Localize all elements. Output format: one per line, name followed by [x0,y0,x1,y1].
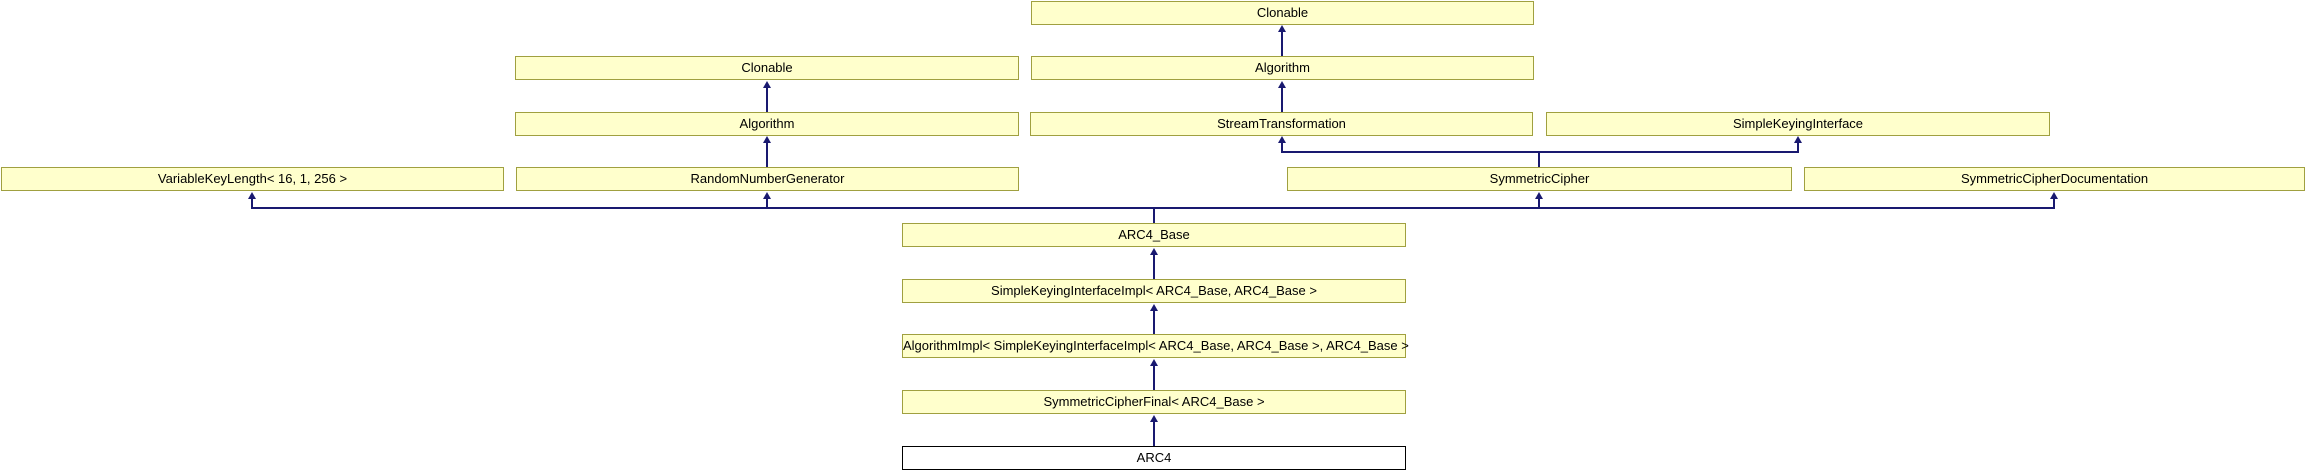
inheritance-edge-line [1153,208,1155,223]
inheritance-edge-line [2053,198,2055,208]
inheritance-arrowhead [1535,192,1543,199]
class-node-algorithm-center[interactable]: Algorithm [1031,56,1534,80]
inheritance-edge-line [1153,421,1155,446]
inheritance-arrowhead [1150,304,1158,311]
inheritance-edge-line [1281,151,1799,153]
class-node-algorithm-impl[interactable]: AlgorithmImpl< SimpleKeyingInterfaceImpl… [902,334,1409,358]
inheritance-edge-line [766,87,768,112]
inheritance-edge-line [1281,31,1283,56]
inheritance-arrowhead [763,81,771,88]
class-node-random-number-generator[interactable]: RandomNumberGenerator [516,167,1019,191]
class-node-arc4-base[interactable]: ARC4_Base [902,223,1406,247]
class-node-stream-transformation[interactable]: StreamTransformation [1030,112,1533,136]
class-node-variable-key-length[interactable]: VariableKeyLength< 16, 1, 256 > [1,167,504,191]
inheritance-edge-line [766,198,768,208]
class-node-clonable-left[interactable]: Clonable [515,56,1019,80]
inheritance-edge-line [251,198,253,208]
inheritance-arrowhead [1794,136,1802,143]
inheritance-arrowhead [763,192,771,199]
inheritance-edge-line [1281,142,1283,152]
inheritance-edge-line [1281,87,1283,112]
inheritance-arrowhead [1150,359,1158,366]
inheritance-arrowhead [1278,81,1286,88]
inheritance-arrowhead [763,136,771,143]
inheritance-arrowhead [248,192,256,199]
inheritance-edge-line [1797,142,1799,152]
class-node-arc4: ARC4 [902,446,1406,470]
inheritance-arrowhead [1150,415,1158,422]
class-node-symmetric-cipher[interactable]: SymmetricCipher [1287,167,1792,191]
class-node-simple-keying-interface-impl[interactable]: SimpleKeyingInterfaceImpl< ARC4_Base, AR… [902,279,1406,303]
class-node-symmetric-cipher-final[interactable]: SymmetricCipherFinal< ARC4_Base > [902,390,1406,414]
class-node-symmetric-cipher-documentation[interactable]: SymmetricCipherDocumentation [1804,167,2305,191]
inheritance-edge-line [1538,152,1540,167]
inheritance-edge-line [1153,310,1155,334]
inheritance-edge-line [766,142,768,167]
inheritance-edge-line [1538,198,1540,208]
inheritance-edge-line [1153,254,1155,279]
class-node-simple-keying-interface[interactable]: SimpleKeyingInterface [1546,112,2050,136]
inheritance-arrowhead [1278,25,1286,32]
inheritance-arrowhead [1150,248,1158,255]
class-node-algorithm-left[interactable]: Algorithm [515,112,1019,136]
inheritance-arrowhead [1278,136,1286,143]
inheritance-arrowhead [2050,192,2058,199]
class-node-clonable-top[interactable]: Clonable [1031,1,1534,25]
inheritance-edge-line [1153,365,1155,390]
